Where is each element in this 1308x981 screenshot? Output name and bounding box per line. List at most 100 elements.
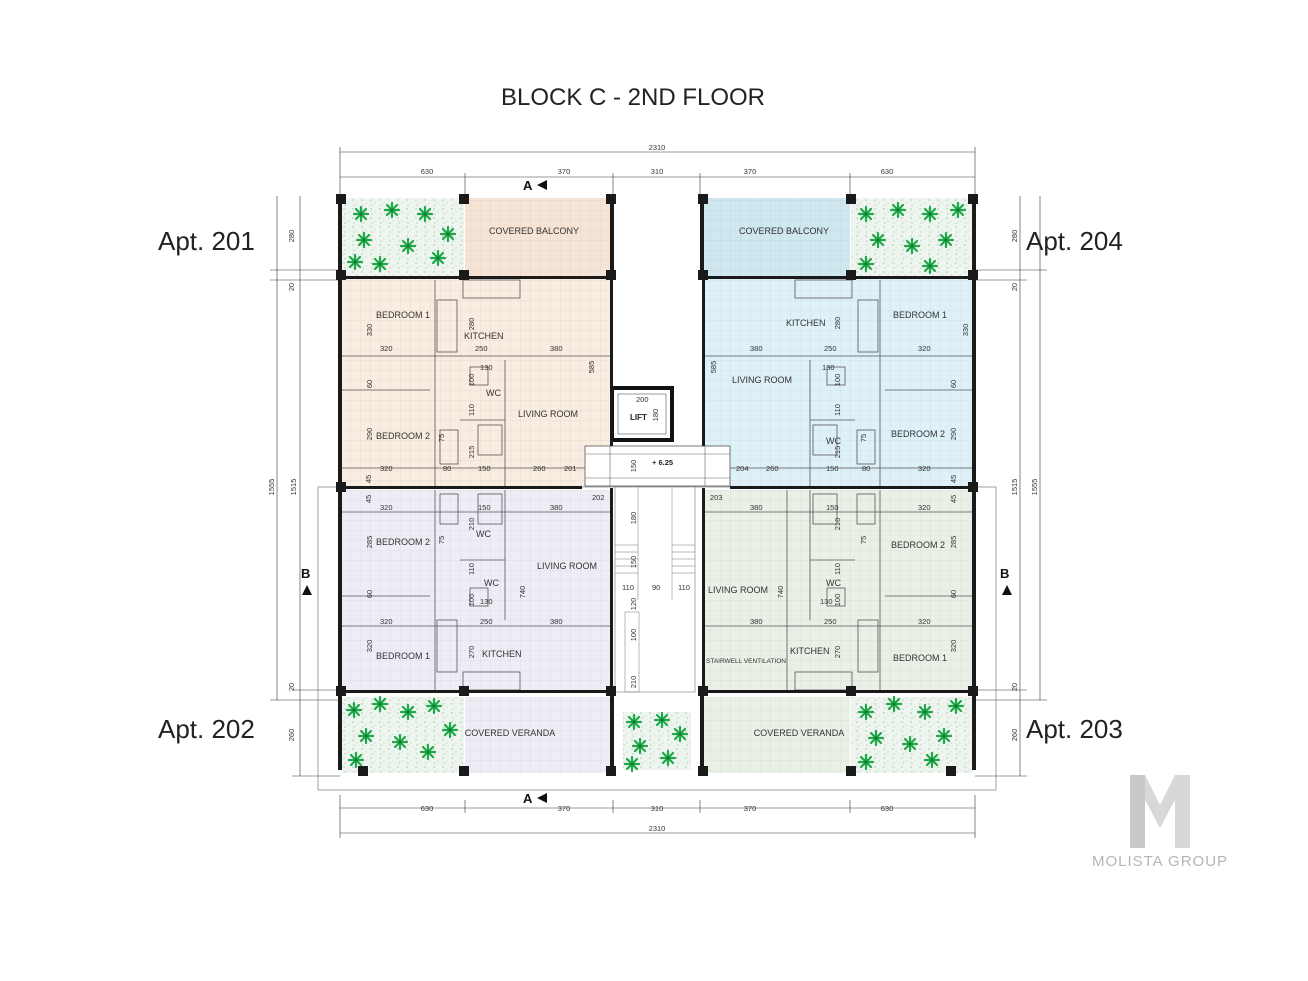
svg-text:B: B bbox=[301, 566, 310, 581]
dim-label: 320 bbox=[918, 464, 931, 473]
covered-veranda-202-label: COVERED VERANDA bbox=[465, 728, 556, 738]
dim-label: 250 bbox=[475, 344, 488, 353]
brand-name: MOLISTA GROUP bbox=[1092, 853, 1228, 870]
dim-label: 320 bbox=[380, 503, 393, 512]
dim-bottom-5: 630 bbox=[881, 804, 894, 813]
dim-label: 110 bbox=[467, 563, 476, 575]
dim-label: 110 bbox=[833, 563, 842, 575]
dim-label: 45 bbox=[949, 475, 958, 483]
dim-overall-top: 2310 bbox=[649, 143, 666, 152]
dim-label: 380 bbox=[550, 503, 563, 512]
dim-label: 150 bbox=[478, 503, 491, 512]
apartment-204: COVERED BALCONY KITCHEN BEDROOM 1 LIVING… bbox=[703, 198, 973, 486]
dim-label: 330 bbox=[365, 324, 374, 337]
bedroom2-204-label: BEDROOM 2 bbox=[891, 429, 945, 439]
section-marker-b-right: B bbox=[1000, 566, 1012, 595]
wc-203-label: WC bbox=[826, 578, 841, 588]
dim-label: 80 bbox=[862, 464, 870, 473]
covered-balcony-201-label: COVERED BALCONY bbox=[489, 226, 579, 236]
dim-label: 740 bbox=[518, 586, 527, 599]
dim-bottom-1: 630 bbox=[421, 804, 434, 813]
kitchen-204-label: KITCHEN bbox=[786, 318, 826, 328]
dim-label: 215 bbox=[833, 446, 842, 459]
dim-label: 250 bbox=[480, 617, 493, 626]
dim-label: 285 bbox=[949, 536, 958, 549]
dim-label: 150 bbox=[478, 464, 491, 473]
kitchen-202-label: KITCHEN bbox=[482, 649, 522, 659]
dim-top-1: 630 bbox=[421, 167, 434, 176]
bedroom1-202-label: BEDROOM 1 bbox=[376, 651, 430, 661]
right-dimensions: 280 20 1515 1555 20 260 bbox=[975, 196, 1047, 777]
dim-label: 75 bbox=[859, 434, 868, 442]
dim-label: 320 bbox=[380, 464, 393, 473]
living-room-201-label: LIVING ROOM bbox=[518, 409, 578, 419]
dim-right-1555: 1555 bbox=[1030, 479, 1039, 496]
dim-label: 250 bbox=[824, 344, 837, 353]
dim-label: 585 bbox=[587, 361, 596, 374]
level-mark: + 6.25 bbox=[652, 458, 673, 467]
dim-label: 150 bbox=[629, 556, 638, 569]
apartment-201: COVERED BALCONY BEDROOM 1 KITCHEN LIVING… bbox=[342, 198, 612, 486]
wc-201-a-label: WC bbox=[486, 388, 501, 398]
svg-text:B: B bbox=[1000, 566, 1009, 581]
apt-204-label: Apt. 204 bbox=[1026, 226, 1123, 256]
dim-top-2: 370 bbox=[558, 167, 571, 176]
stairwell-ventilation-label: STAIRWELL VENTILATION bbox=[706, 658, 786, 665]
dim-bottom-3: 310 bbox=[651, 804, 664, 813]
dim-label: 110 bbox=[678, 583, 690, 592]
dim-bottom-2: 370 bbox=[558, 804, 571, 813]
dim-right-1515: 1515 bbox=[1010, 479, 1019, 496]
dim-label: 130 bbox=[822, 363, 835, 372]
left-dimensions: 280 20 1555 1515 20 260 bbox=[267, 196, 340, 777]
dim-label: 250 bbox=[824, 617, 837, 626]
kitchen-203-label: KITCHEN bbox=[790, 646, 830, 656]
dim-label: 202 bbox=[592, 493, 605, 502]
molista-logo: MOLISTA GROUP bbox=[1092, 775, 1228, 870]
core: LIFT 200 180 150 + 6.25 202 203 180 150 … bbox=[584, 386, 731, 773]
dim-label: 75 bbox=[859, 536, 868, 544]
dim-label: 100 bbox=[833, 374, 842, 387]
dim-label: 320 bbox=[365, 640, 374, 653]
dim-label: 180 bbox=[651, 409, 660, 422]
dim-top-5: 630 bbox=[881, 167, 894, 176]
dim-label: 210 bbox=[833, 518, 842, 531]
bottom-dimensions: 630 370 310 370 630 2310 A bbox=[339, 791, 976, 838]
dim-left-280: 280 bbox=[287, 230, 296, 243]
dim-label: 100 bbox=[833, 594, 842, 607]
dim-top-3: 310 bbox=[651, 167, 664, 176]
top-dimensions: 2310 630 370 310 370 630 A bbox=[339, 143, 976, 196]
section-marker-a-bottom: A bbox=[523, 791, 533, 806]
dim-label: 203 bbox=[710, 493, 723, 502]
apt-203-label: Apt. 203 bbox=[1026, 714, 1123, 744]
dim-left-20-top: 20 bbox=[287, 283, 296, 291]
dim-label: 380 bbox=[750, 617, 763, 626]
structural-walls bbox=[336, 194, 978, 776]
dim-label: 270 bbox=[467, 646, 476, 659]
dim-label: 320 bbox=[918, 617, 931, 626]
apt-201-label: Apt. 201 bbox=[158, 226, 255, 256]
dim-label: 60 bbox=[365, 590, 374, 598]
dim-label: 260 bbox=[533, 464, 546, 473]
dim-label: 201 bbox=[564, 464, 577, 473]
dim-label: 320 bbox=[918, 344, 931, 353]
dim-label: 180 bbox=[629, 512, 638, 525]
dim-label: 380 bbox=[550, 617, 563, 626]
covered-balcony-204-label: COVERED BALCONY bbox=[739, 226, 829, 236]
dim-label: 740 bbox=[776, 586, 785, 599]
dim-label: 120 bbox=[629, 598, 638, 611]
dim-label: 320 bbox=[380, 617, 393, 626]
dim-right-280: 280 bbox=[1010, 230, 1019, 243]
bedroom2-203-label: BEDROOM 2 bbox=[891, 540, 945, 550]
bedroom1-201-label: BEDROOM 1 bbox=[376, 310, 430, 320]
dim-label: 320 bbox=[380, 344, 393, 353]
dim-label: 110 bbox=[467, 404, 476, 416]
apartment-202: COVERED VERANDA BEDROOM 2 WC WC LIVING R… bbox=[342, 490, 612, 773]
dim-label: 150 bbox=[826, 503, 839, 512]
dim-label: 380 bbox=[550, 344, 563, 353]
dim-label: 110 bbox=[622, 583, 634, 592]
dim-left-1515: 1515 bbox=[289, 479, 298, 496]
dim-label: 280 bbox=[833, 317, 842, 330]
dim-label: 60 bbox=[949, 380, 958, 388]
dim-label: 270 bbox=[833, 646, 842, 659]
lift-shaft bbox=[610, 386, 674, 442]
